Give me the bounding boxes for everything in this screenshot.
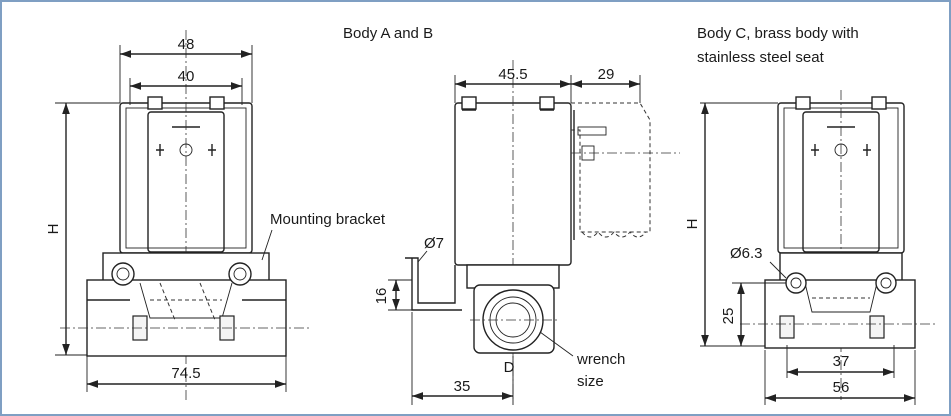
view-side-ab — [388, 60, 680, 405]
dim-h-ab: H — [45, 224, 62, 235]
dim-48: 48 — [178, 36, 195, 53]
dim-74-5: 74.5 — [171, 365, 200, 382]
dim-35: 35 — [454, 378, 471, 395]
callout-mounting-bracket: Mounting bracket — [270, 211, 386, 228]
dim-h-c: H — [684, 219, 701, 230]
title-body-ab: Body A and B — [343, 25, 433, 42]
dim-25: 25 — [720, 308, 737, 325]
title-body-c-line1: Body C, brass body with — [697, 25, 859, 42]
dim-37: 37 — [833, 353, 850, 370]
view-front-c — [700, 90, 935, 405]
dim-d: D — [504, 359, 515, 376]
title-body-c-line2: stainless steel seat — [697, 49, 825, 66]
callout-bolt-dia-c: Ø6.3 — [730, 245, 763, 262]
dim-45-5: 45.5 — [498, 66, 527, 83]
dim-40: 40 — [178, 68, 195, 85]
callout-bolt-dia-ab: Ø7 — [424, 235, 444, 252]
view-front-ab — [55, 30, 310, 400]
dim-16: 16 — [373, 288, 390, 305]
dim-29: 29 — [598, 66, 615, 83]
callout-wrench-line1: wrench — [576, 351, 625, 368]
callout-wrench-line2: size — [577, 373, 604, 390]
dim-56: 56 — [833, 379, 850, 396]
